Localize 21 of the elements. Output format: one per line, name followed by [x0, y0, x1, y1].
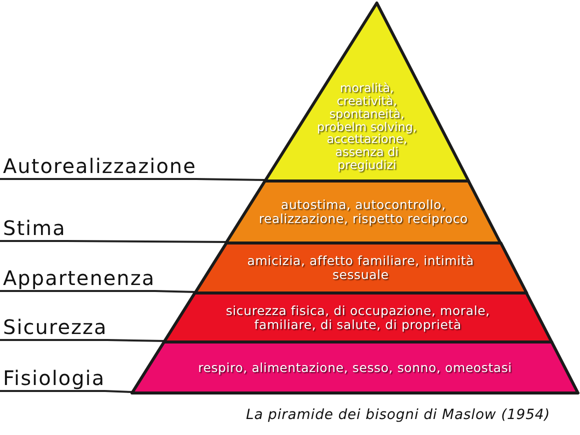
pyramid-level: [265, 3, 469, 181]
level-description: moralità, creatività, spontaneità, probelm solving, accettazione, assenza di pregiudizi: [316, 82, 417, 172]
level-name: Stima: [0, 217, 66, 242]
underline-connector: [196, 178, 266, 181]
pyramid-level: [226, 181, 501, 243]
underline-connector: [66, 240, 226, 243]
level-name: Sicurezza: [0, 316, 108, 341]
level-name: Appartenenza: [0, 267, 156, 292]
level-description: respiro, alimentazione, sesso, sonno, omeostasi: [198, 360, 512, 374]
caption: La piramide dei bisogni di Maslow (1954): [246, 407, 550, 423]
level-description: sicurezza fisica, di occupazione, morale, familiare, di salute, di proprietà: [224, 304, 491, 332]
level-description: autostima, autocontrollo, realizzazione, rispetto reciproco: [258, 198, 469, 226]
pyramid-level: [132, 342, 578, 393]
pyramid-level: [194, 243, 526, 293]
underline-connector: [106, 339, 164, 342]
underline-connector: [104, 390, 132, 393]
level-description: amicizia, affetto familiare, intimità sessuale: [246, 254, 476, 282]
level-name: Autorealizzazione: [0, 155, 196, 180]
underline-connector: [154, 290, 196, 293]
level-name: Fisiologia: [0, 367, 106, 392]
pyramid-level: [164, 293, 552, 342]
